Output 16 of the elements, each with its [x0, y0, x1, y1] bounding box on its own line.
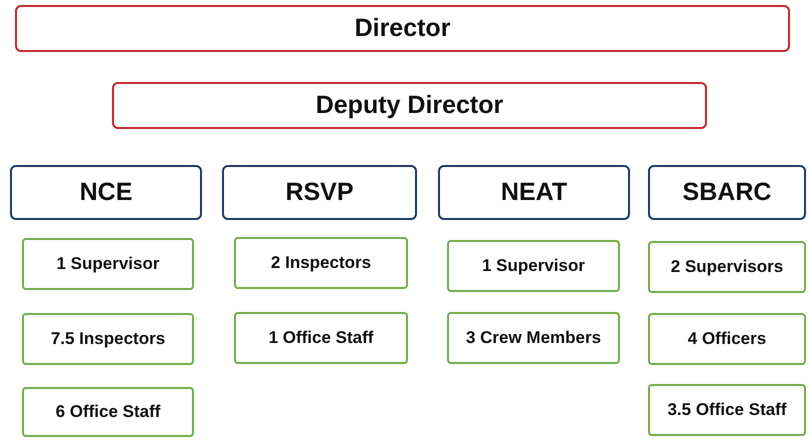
- staff-box: 1 Office Staff: [234, 312, 408, 364]
- staff-box: 2 Supervisors: [648, 241, 806, 293]
- team-box: RSVP: [222, 165, 417, 220]
- staff-box: 2 Inspectors: [234, 237, 408, 289]
- staff-box: 7.5 Inspectors: [22, 313, 194, 365]
- team-box: NCE: [10, 165, 202, 220]
- staff-box: 4 Officers: [648, 313, 806, 365]
- staff-box: 1 Supervisor: [447, 240, 620, 292]
- staff-box: 3 Crew Members: [447, 312, 620, 364]
- director-box: Director: [15, 5, 790, 52]
- deputy-director-box: Deputy Director: [112, 82, 707, 129]
- staff-box: 6 Office Staff: [22, 387, 194, 437]
- staff-box: 1 Supervisor: [22, 238, 194, 290]
- team-box: NEAT: [438, 165, 630, 220]
- team-box: SBARC: [648, 165, 806, 220]
- staff-box: 3.5 Office Staff: [648, 384, 806, 436]
